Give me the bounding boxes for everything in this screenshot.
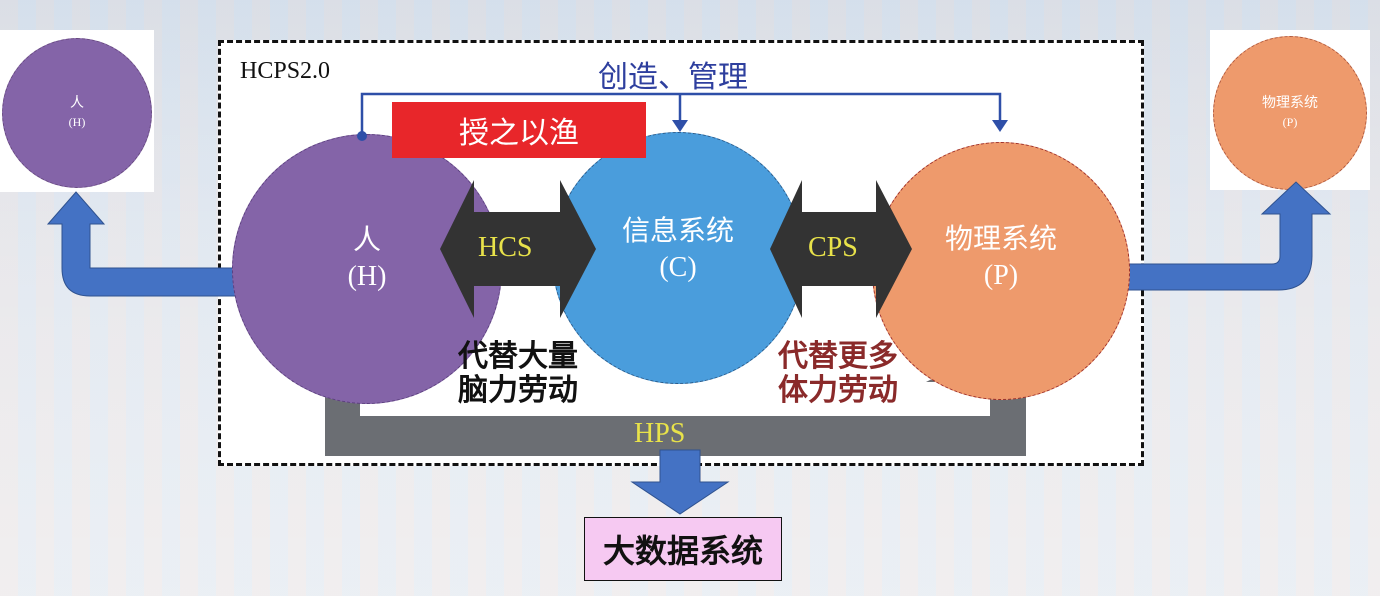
cyber-abbr: (C)	[659, 252, 697, 283]
top-arrow-label: 创造、管理	[598, 60, 748, 95]
right-physical-circle: 物理系统 (P)	[1213, 36, 1367, 190]
note-left-line2: 脑力劳动	[458, 373, 578, 408]
physical-name: 物理系统	[944, 224, 1057, 255]
connector-arrowhead-physical	[992, 120, 1008, 132]
connector-arrowhead-cyber	[672, 120, 688, 132]
physical-abbr: (P)	[983, 260, 1019, 291]
create-manage-connector	[360, 92, 1002, 132]
left-human-circle: 人 (H)	[2, 38, 152, 188]
human-name: 人	[352, 225, 381, 256]
hcs-label: HCS	[478, 232, 533, 263]
note-right-line1: 代替更多	[778, 339, 898, 374]
note-left-line1: 代替大量	[458, 339, 578, 374]
note-left: 代替大量 脑力劳动	[458, 340, 578, 408]
left-output-arrow	[46, 191, 237, 297]
left-human-name: 人	[70, 96, 84, 111]
human-abbr: (H)	[347, 261, 387, 292]
cps-label: CPS	[808, 232, 858, 263]
right-physical-name: 物理系统	[1262, 96, 1318, 111]
bigdata-box: 大数据系统	[584, 517, 782, 581]
bigdata-label: 大数据系统	[602, 532, 763, 570]
hps-arrow	[292, 348, 1058, 456]
right-output-arrow	[1127, 181, 1332, 291]
right-physical-abbr: (P)	[1282, 115, 1298, 129]
bigdata-down-arrow	[630, 449, 730, 515]
hps-label: HPS	[634, 418, 686, 449]
connector-origin-dot	[357, 131, 367, 141]
hcs-double-arrow	[440, 180, 596, 318]
cps-double-arrow	[770, 180, 912, 318]
physical-circle: 物理系统 (P)	[872, 142, 1130, 400]
note-right: 代替更多 体力劳动	[778, 340, 898, 408]
note-right-line2: 体力劳动	[778, 373, 898, 408]
cyber-name: 信息系统	[621, 216, 734, 247]
left-human-abbr: (H)	[68, 115, 86, 129]
frame-label: HCPS2.0	[240, 58, 331, 84]
red-banner-label: 授之以渔	[459, 116, 579, 151]
red-banner: 授之以渔	[392, 102, 646, 158]
